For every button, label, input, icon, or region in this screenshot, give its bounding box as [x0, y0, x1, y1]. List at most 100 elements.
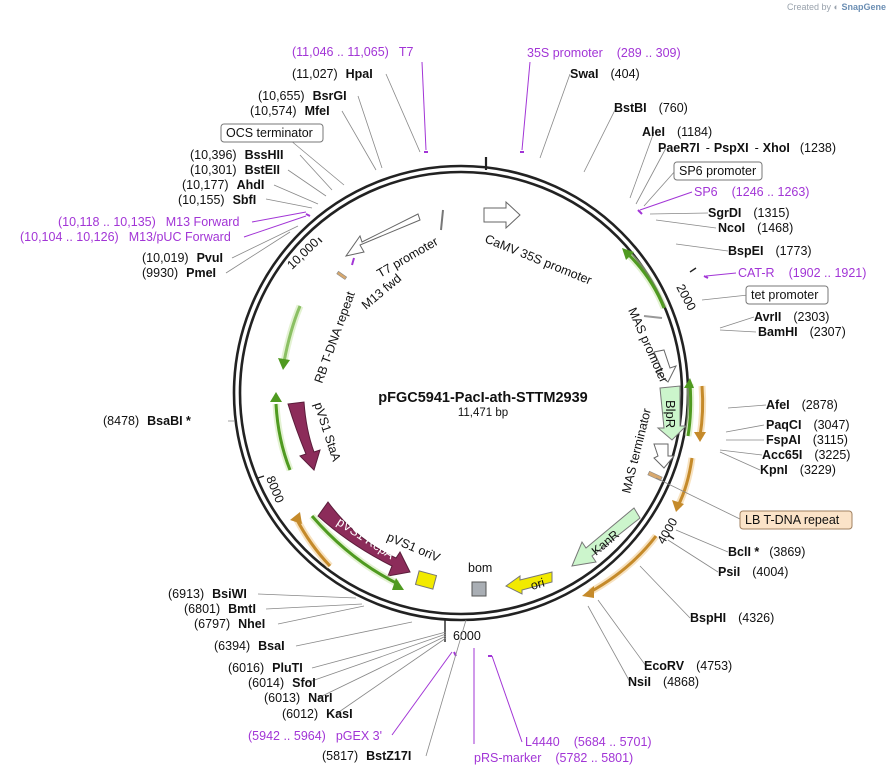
enzyme-bsteii: (10,301)BstEII: [190, 163, 280, 177]
mas-small-feature: [643, 315, 663, 319]
boxed-labels: OCS terminator SP6 promoter tet promoter…: [220, 123, 853, 530]
pvs1-repa-arrow: [317, 501, 411, 577]
leader-paqci: [725, 424, 765, 433]
leader-bamhi: [719, 329, 757, 333]
bom-label: bom: [468, 561, 492, 575]
leader-nari: [317, 635, 447, 699]
leader-avrii: [719, 316, 755, 329]
green-arrow-left-mid: [274, 403, 292, 471]
enzyme-hpai: (11,027)HpaI: [292, 67, 373, 81]
green-arrow-right: [686, 383, 693, 437]
brand-name: SnapGene: [841, 2, 886, 12]
enzyme-pmei: (9930)PmeI: [142, 266, 216, 280]
leader-ncoi: [655, 219, 717, 229]
snapgene-brand: Created by ◐ SnapGene: [787, 2, 886, 12]
enzyme-bsrgi: (10,655)BsrGI: [258, 89, 347, 103]
tick-4000-label: 4000: [654, 515, 680, 546]
primer-sp6: SP6(1246 .. 1263): [694, 185, 809, 199]
enzyme-bsiwi: (6913)BsiWI: [168, 587, 247, 601]
leader-pluti: [311, 631, 447, 669]
leader-kpni: [719, 451, 761, 471]
enzyme-fspai: FspAI(3115): [766, 433, 848, 447]
leader-bsphi: [639, 565, 691, 619]
primer-mark-m13: [305, 213, 311, 217]
leader-bsai: [295, 621, 413, 647]
leader-ecorv: [597, 599, 647, 667]
enzyme-labels-right: SwaI(404) BstBI(760) AleI(1184) PaeR7I-P…: [570, 67, 850, 689]
m13-fwd-marker: [336, 270, 348, 280]
leader-bcli: [675, 529, 729, 553]
enzyme-kasi: (6012)KasI: [282, 707, 353, 721]
rb-tdna-repeat-label: RB T-DNA repeat: [312, 289, 358, 385]
primer-35s: 35S promoter(289 .. 309): [527, 46, 681, 60]
orange-arrow-bottom-right-head: [582, 586, 594, 598]
enzyme-acc65i: Acc65I(3225): [762, 448, 850, 462]
primer-m13fwd: (10,118 .. 10,135)M13 Forward: [58, 215, 239, 229]
enzyme-ahdi: (10,177)AhdI: [182, 178, 264, 192]
leader-kasi: [335, 637, 447, 715]
leader-t7: [421, 61, 427, 151]
leader-ocs: [289, 139, 345, 186]
enzyme-nhei: (6797)NheI: [194, 617, 265, 631]
pvs1-oriv-box: [414, 570, 438, 590]
enzyme-bstbi: BstBI(760): [614, 101, 688, 115]
tet-promoter-box: [745, 285, 829, 305]
primer-t7: (11,046 .. 11,065)T7: [292, 45, 413, 59]
green-arrow-top-right-head: [622, 248, 634, 260]
tick-4000: [667, 534, 675, 540]
t7-promoter-label: T7 promoter: [375, 234, 441, 280]
lb-tdna-repeat-box: [739, 510, 853, 530]
orange-arrow-bottom-left-head: [290, 512, 302, 524]
enzyme-sgrdi: SgrDI(1315): [708, 206, 789, 220]
enzyme-bspei: BspEI(1773): [728, 244, 812, 258]
tick-2000: [689, 267, 697, 273]
camv-35s-promoter-arrow: [483, 200, 521, 230]
ocs-terminator-box: [220, 123, 324, 143]
mas-terminator-arrow: [653, 443, 676, 469]
leader-m13puc: [243, 215, 307, 238]
t7-small-feature: [440, 209, 444, 231]
leader-sbfi: [265, 198, 313, 209]
enzyme-bcli: BclI *(3869): [728, 545, 805, 559]
leader-sgrdi: [649, 212, 709, 215]
leader-l4440: [491, 655, 523, 743]
snapgene-logo-icon: ◐: [833, 2, 839, 12]
backbone-inner: [238, 170, 684, 616]
enzyme-xhoi-group: PaeR7I-PspXI-XhoI(1238): [658, 141, 836, 155]
lb-repeat-marker: [647, 470, 663, 482]
green-arrow-right-head: [684, 378, 694, 388]
leader-psii: [667, 539, 719, 573]
enzyme-paqci: PaqCI(3047): [766, 418, 850, 432]
enzyme-bmti: (6801)BmtI: [184, 602, 256, 616]
enzyme-bamhi: BamHI(2307): [758, 325, 846, 339]
leader-nsii: [587, 605, 631, 683]
leader-tetprom: [701, 294, 749, 301]
leader-bspei: [675, 243, 729, 252]
tet-promoter-label: tet promoter: [751, 288, 818, 302]
primer-labels: (11,046 .. 11,065)T7 35S promoter(289 ..…: [20, 45, 866, 765]
enzyme-mfei: (10,574)MfeI: [250, 104, 330, 118]
green-arrow-bottom-left: [310, 515, 399, 586]
ori-label: ori: [529, 576, 546, 593]
t7-promoter-arrow: [344, 213, 421, 257]
enzyme-bsphi: BspHI(4326): [690, 611, 774, 625]
leader-35s: [521, 61, 531, 151]
enzyme-pluti: (6016)PluTI: [228, 661, 303, 675]
primer-l4440: L4440(5684 .. 5701): [525, 735, 652, 749]
enzyme-ncoi: NcoI(1468): [718, 221, 793, 235]
leader-bstbi: [583, 107, 617, 173]
tick-10000: [317, 237, 323, 243]
leader-swai: [539, 73, 571, 159]
leader-mfei: [341, 110, 377, 171]
mas-terminator-label: MAS terminator: [619, 407, 654, 495]
green-arrow-left-upper-head: [278, 358, 290, 370]
plasmid-name: pFGC5941-PacI-ath-STTM2939: [378, 390, 588, 406]
primer-mark-sp6: [637, 209, 643, 215]
primer-catr: CAT-R(1902 .. 1921): [738, 266, 866, 280]
leader-m13fwd: [251, 211, 307, 223]
enzyme-psii: PsiI(4004): [718, 565, 788, 579]
enzyme-pvui: (10,019)PvuI: [142, 251, 223, 265]
leader-lines: [225, 61, 767, 757]
leader-pvui: [231, 225, 299, 259]
leader-sp6prom: [643, 169, 677, 207]
